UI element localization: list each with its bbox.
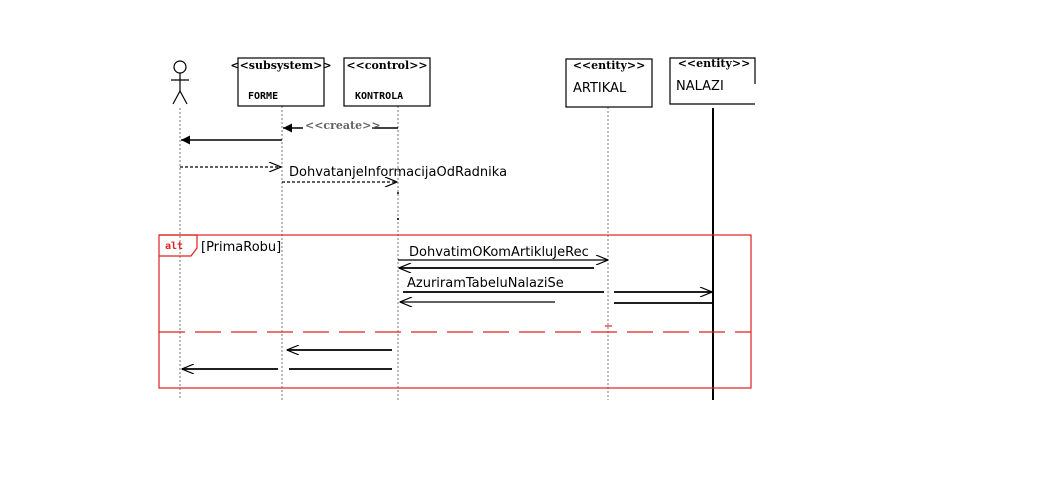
message-dohvatim[interactable]: DohvatimOKomArtikluJeRec bbox=[398, 245, 608, 260]
message-dohvatim-label: DohvatimOKomArtikluJeRec bbox=[409, 245, 589, 260]
nalazi-name: NALAZI bbox=[676, 79, 724, 94]
message-nalazi-return[interactable] bbox=[400, 302, 713, 303]
lifelines bbox=[179, 106, 609, 400]
message-azuriram[interactable]: AzuriramTabeluNalaziSe bbox=[403, 276, 712, 292]
artikal-stereotype: <<entity>> bbox=[573, 59, 646, 72]
kontrola-name: KONTROLA bbox=[355, 91, 403, 102]
kontrola-head[interactable]: <<control>> KONTROLA bbox=[343, 57, 431, 107]
message-create[interactable]: <<create>> bbox=[283, 119, 398, 133]
alt-operator: alt bbox=[165, 241, 183, 252]
actor-figure bbox=[171, 60, 189, 105]
artikal-name: ARTIKAL bbox=[573, 81, 627, 96]
forme-name: FORME bbox=[248, 91, 278, 102]
alt-fragment: alt [PrimaRobu] bbox=[158, 234, 752, 389]
artikal-head[interactable]: <<entity>> ARTIKAL bbox=[565, 58, 653, 108]
nalazi-stereotype: <<entity>> bbox=[678, 57, 751, 70]
alt-guard: [PrimaRobu] bbox=[201, 240, 281, 255]
message-azuriram-label: AzuriramTabeluNalaziSe bbox=[407, 276, 564, 291]
kontrola-stereotype: <<control>> bbox=[346, 59, 427, 72]
message-dohvatanje-label: DohvatanjeInformacijaOdRadnika bbox=[289, 165, 507, 180]
forme-stereotype: <<subsystem>> bbox=[230, 59, 331, 72]
forme-head[interactable]: <<subsystem>> FORME bbox=[230, 57, 332, 107]
message-dohvatanje[interactable]: DohvatanjeInformacijaOdRadnika bbox=[282, 165, 507, 182]
nalazi-head[interactable]: <<entity>> NALAZI bbox=[669, 57, 756, 105]
message-create-label: <<create>> bbox=[305, 119, 381, 132]
